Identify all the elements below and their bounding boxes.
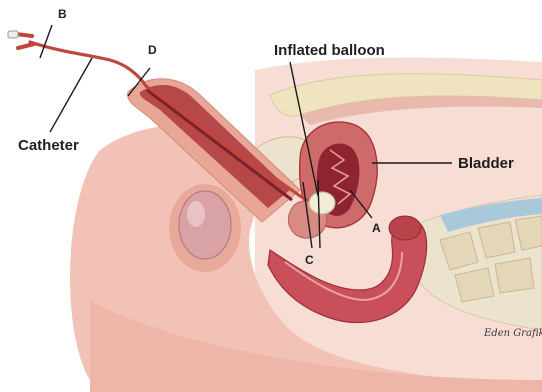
pointer-catheter [50,58,92,132]
vertebra-5 [495,258,534,293]
seminal-vesicle [389,216,421,240]
inflated-balloon-shape [309,192,335,214]
label-a: A [372,221,381,235]
label-d: D [148,43,157,57]
artist-signature: Eden Grafiks [483,328,542,339]
testis [179,191,231,259]
label-b: B [58,7,67,21]
label-c: C [305,253,314,267]
testis-highlight [187,201,205,227]
label-catheter: Catheter [18,137,79,154]
catheter-valve [8,31,18,38]
catheter-port-lower [18,44,34,48]
testicle [169,184,241,272]
pointer-b [40,25,52,58]
label-inflated-balloon: Inflated balloon [274,42,385,59]
label-bladder: Bladder [458,155,514,172]
